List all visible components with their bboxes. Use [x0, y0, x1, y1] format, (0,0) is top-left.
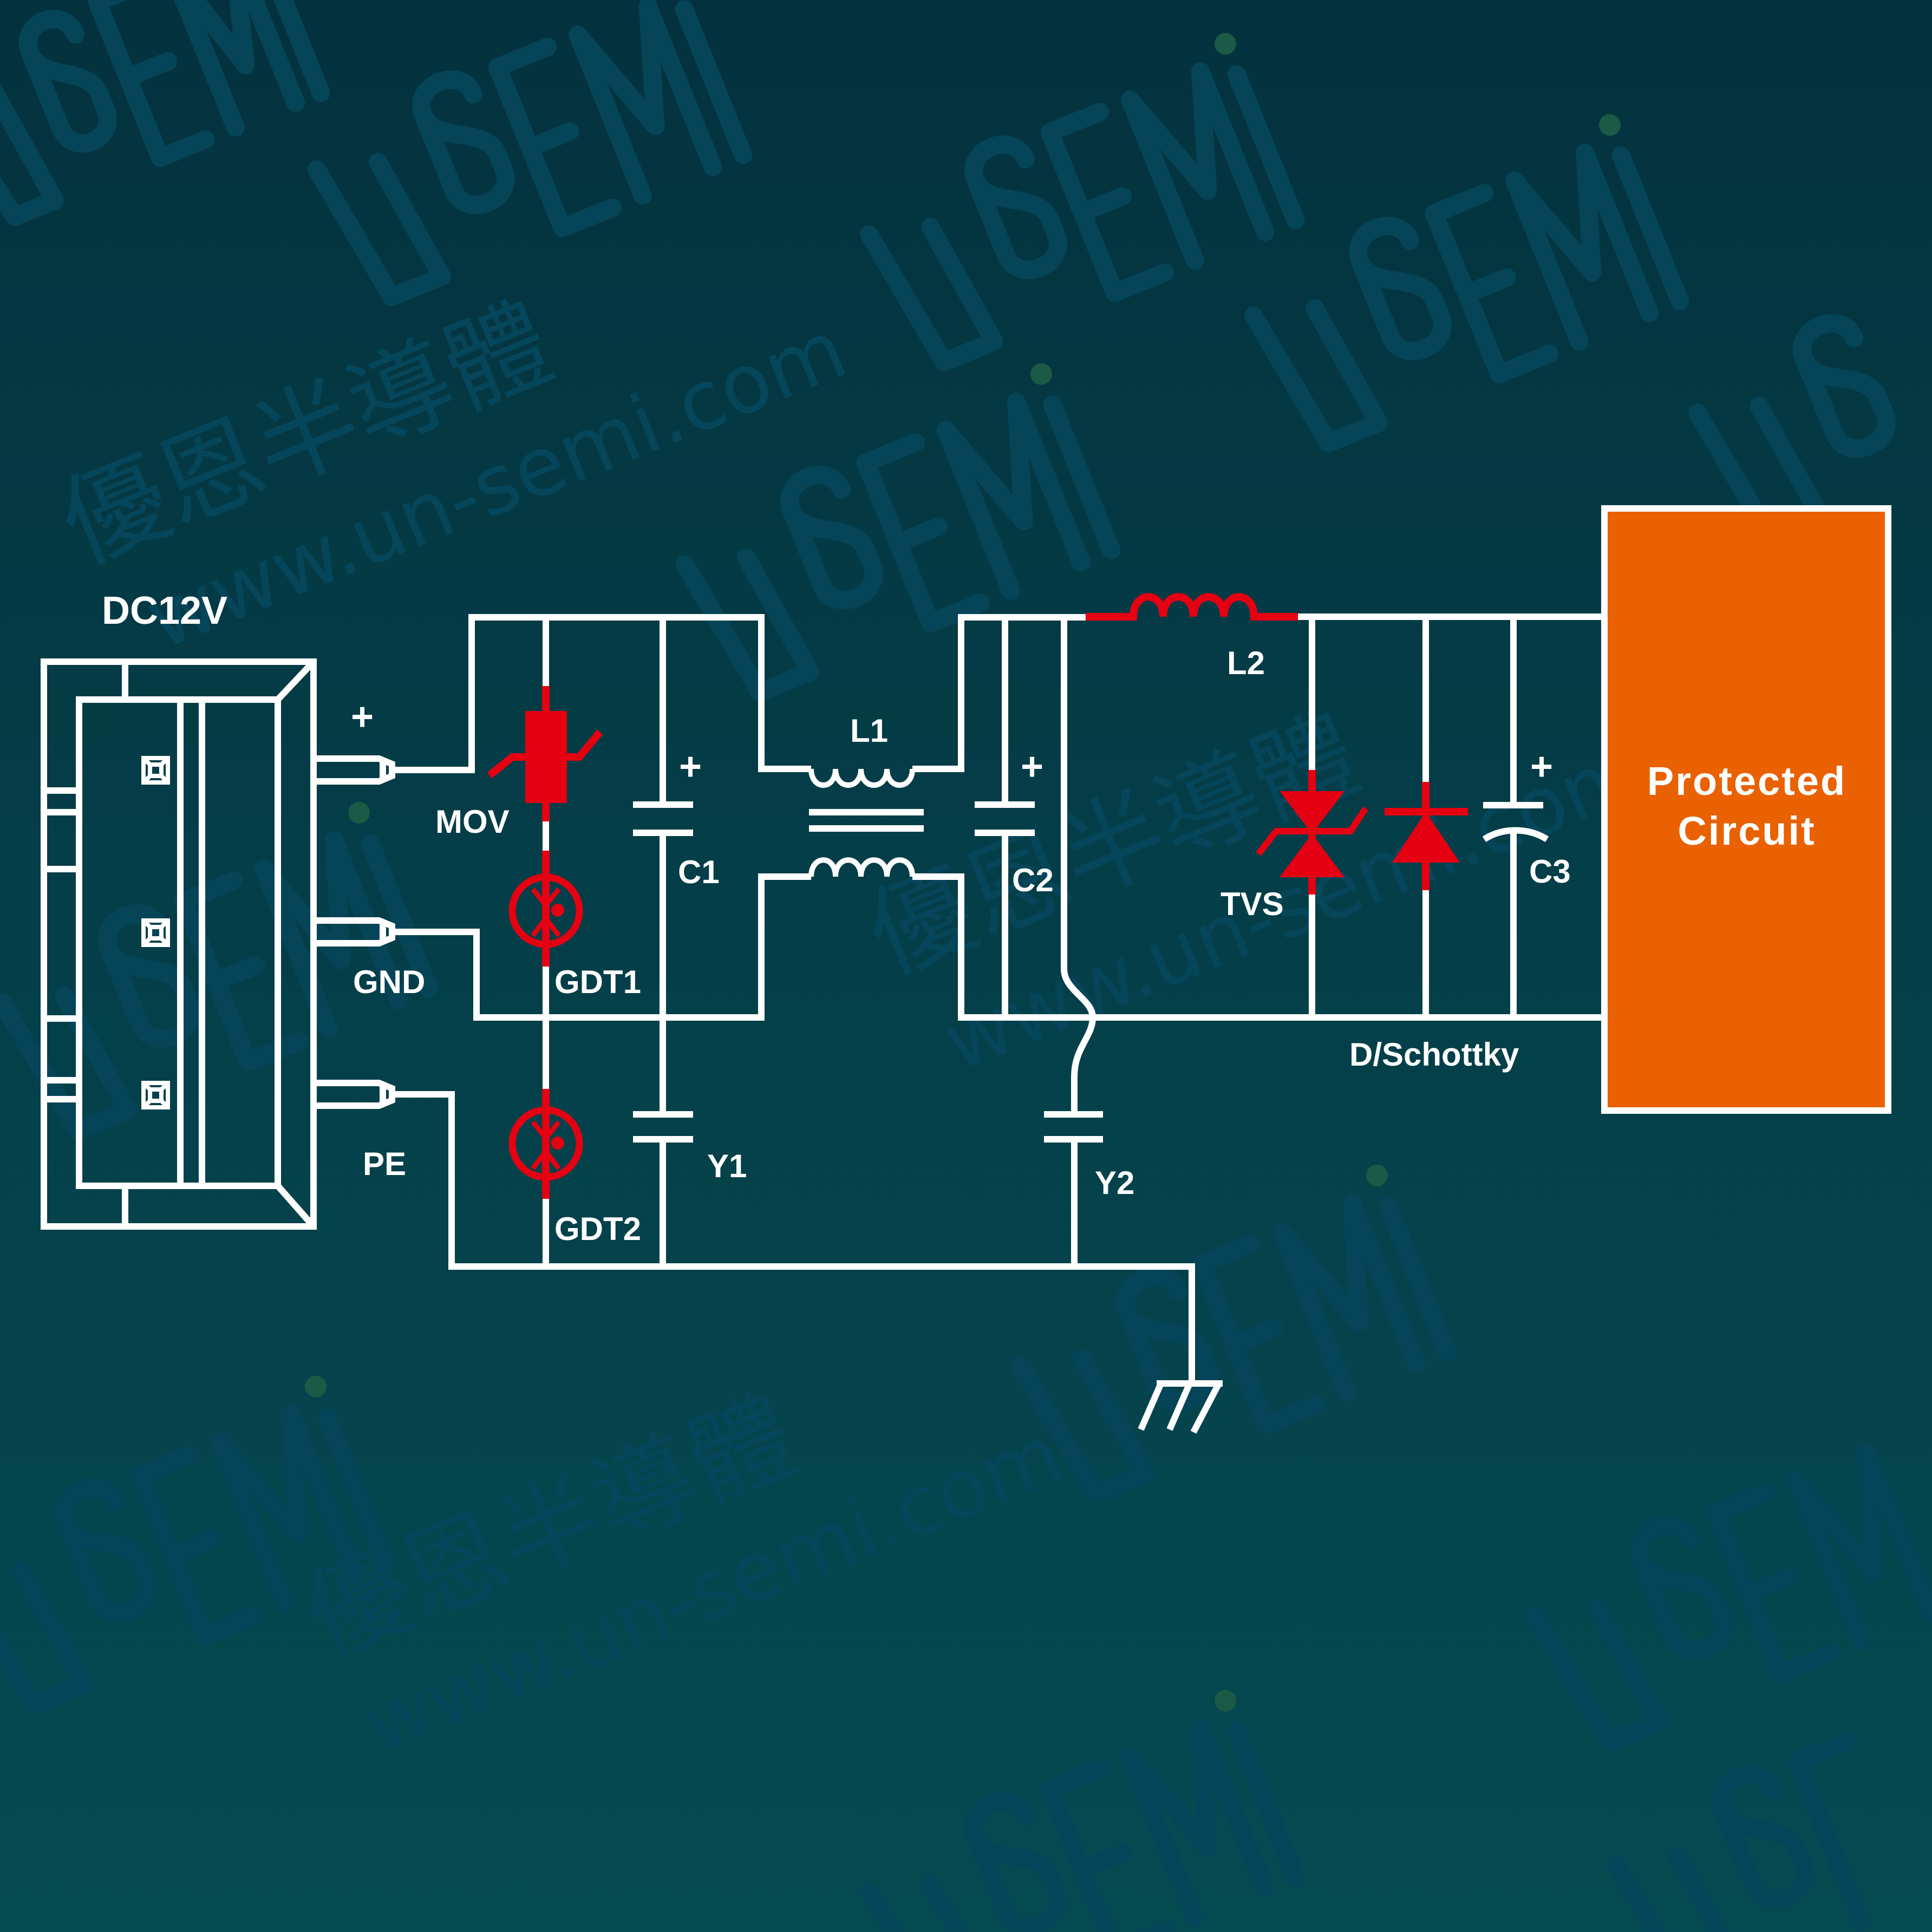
tvs-diode-icon: [1256, 770, 1368, 895]
c2-polarity-mark: +: [1021, 745, 1043, 788]
c2-label: C2: [1012, 862, 1054, 898]
inductor-l2-icon: [1086, 593, 1298, 621]
watermark-logo: [0, 0, 330, 226]
protected-circuit-box: Protected Circuit: [1601, 505, 1891, 1114]
gdt2-icon: [508, 1089, 583, 1199]
schottky-diode-icon: [1385, 782, 1468, 890]
capacitor-c3-icon: [1482, 802, 1549, 843]
earth-ground-icon: [1138, 1380, 1223, 1434]
c1-polarity-mark: +: [679, 745, 702, 788]
capacitor-c1-icon: [633, 801, 693, 836]
mov-label: MOV: [435, 804, 510, 840]
gdt2-label: GDT2: [554, 1211, 641, 1247]
pin-pe: [314, 1080, 395, 1109]
gdt1-icon: [508, 851, 583, 967]
common-mode-choke-l1-icon: [808, 768, 924, 877]
watermark-logo: [860, 1689, 1305, 1932]
screw-terminal-icon: [141, 918, 170, 947]
capacitor-c2-icon: [975, 801, 1035, 836]
tvs-label: TVS: [1220, 886, 1284, 922]
watermark-logo: [1244, 114, 1689, 453]
wire-network: [392, 613, 1601, 1383]
capacitor-y2-icon: [1044, 1111, 1103, 1143]
watermark-logo: [1607, 1732, 1871, 1932]
watermark-logo: [0, 1375, 395, 1714]
y2-label: Y2: [1095, 1165, 1134, 1201]
pin-positive: [314, 755, 395, 785]
c1-label: C1: [678, 854, 720, 890]
capacitor-y1-icon: [633, 1111, 693, 1143]
y1-label: Y1: [707, 1148, 747, 1184]
terminal-gnd-label: GND: [353, 964, 425, 1000]
c3-polarity-mark: +: [1530, 745, 1553, 788]
mov-varistor-icon: [487, 686, 603, 821]
watermark-logo: [676, 363, 1121, 702]
dc-connector: [41, 658, 395, 1230]
c3-label: C3: [1529, 853, 1571, 890]
source-label: DC12V: [102, 589, 227, 632]
protected-circuit-label-line2: Circuit: [1678, 808, 1816, 853]
gdt1-label: GDT1: [554, 964, 641, 1000]
schottky-label: D/Schottky: [1349, 1036, 1519, 1073]
screw-terminal-icon: [141, 1081, 170, 1109]
watermark-logo: [1011, 1164, 1457, 1503]
l1-label: L1: [850, 713, 888, 749]
screw-terminal-icon: [141, 756, 170, 785]
watermark-logo: [308, 0, 753, 306]
l2-label: L2: [1227, 645, 1265, 681]
protected-circuit-label-line1: Protected: [1647, 759, 1846, 804]
terminal-pe-label: PE: [363, 1146, 406, 1182]
terminal-positive-label: +: [351, 695, 374, 739]
watermark-logo: [860, 32, 1305, 371]
watermark-logo: [1526, 1443, 1932, 1752]
